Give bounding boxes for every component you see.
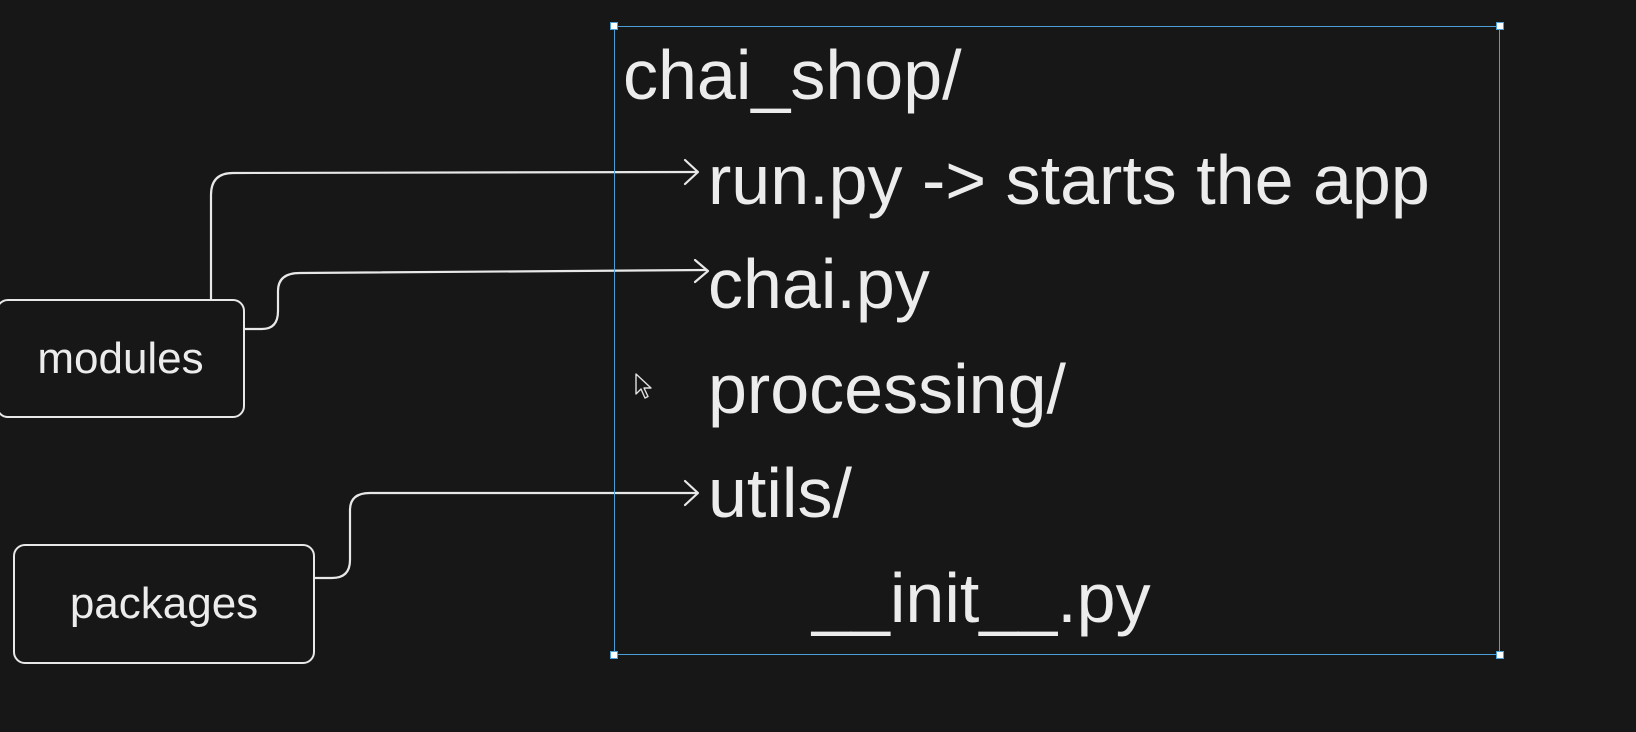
arrowhead-run	[683, 158, 700, 186]
modules-label: modules	[37, 333, 204, 383]
resize-handle-bottom-left[interactable]	[610, 651, 618, 659]
packages-label: packages	[69, 579, 259, 628]
arrowhead-utils	[683, 479, 700, 507]
tree-item-processing: processing/	[708, 350, 1066, 428]
tree-item-utils: utils/	[708, 454, 852, 532]
resize-handle-top-right[interactable]	[1496, 22, 1504, 30]
arrow-packages-to-utils[interactable]	[313, 491, 698, 580]
resize-handle-top-left[interactable]	[610, 22, 618, 30]
tree-item-run: run.py -> starts the app	[708, 141, 1430, 219]
tree-item-chai: chai.py	[708, 245, 930, 323]
tree-item-init: __init__.py	[812, 559, 1151, 637]
arrow-modules-to-run[interactable]	[209, 170, 698, 301]
arrowhead-chai	[693, 258, 710, 284]
tree-root-label: chai_shop/	[623, 36, 962, 114]
packages-box[interactable]: packages	[13, 544, 315, 664]
arrow-modules-to-chai[interactable]	[243, 268, 708, 331]
modules-box[interactable]: modules	[0, 299, 245, 418]
resize-handle-bottom-right[interactable]	[1496, 651, 1504, 659]
pointer-cursor-icon	[635, 373, 652, 399]
selection-frame[interactable]	[614, 26, 1500, 655]
